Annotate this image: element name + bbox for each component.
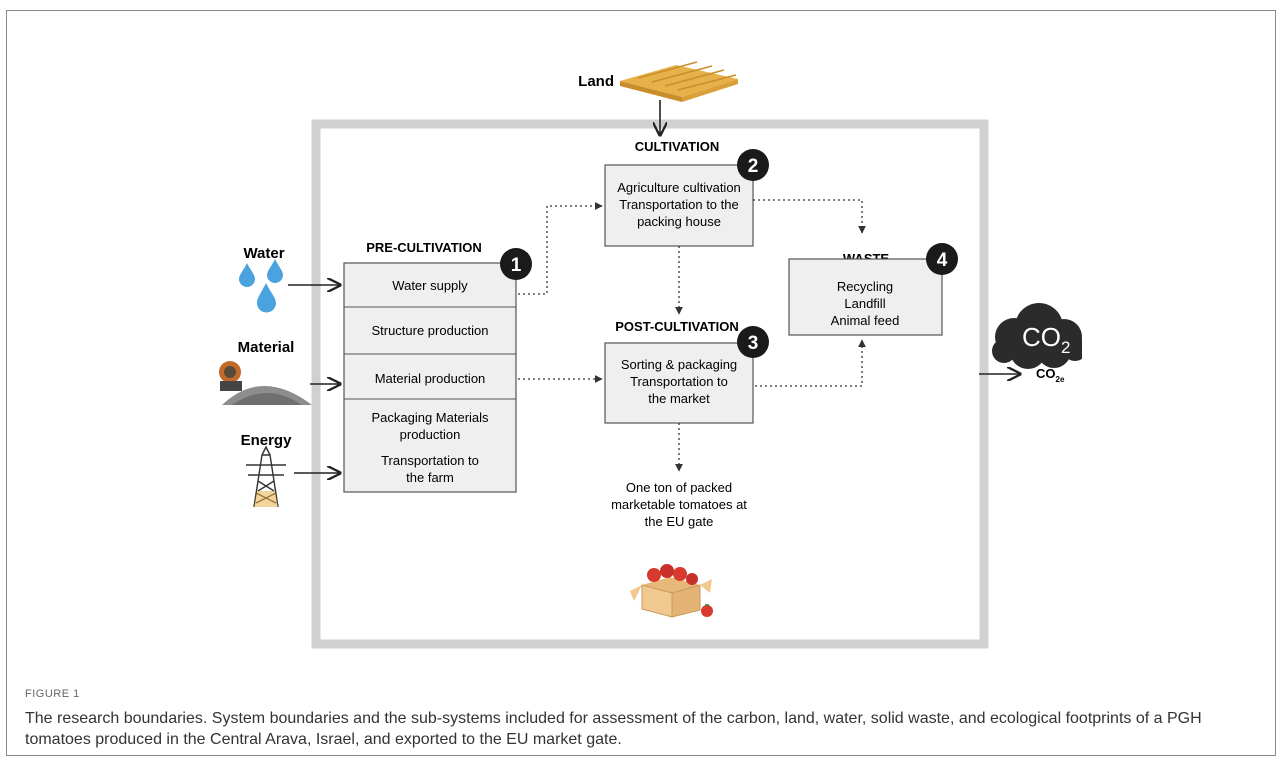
output-line2: marketable tomatoes at: [611, 497, 747, 512]
co2e-subscript: 2e: [1056, 375, 1065, 384]
co2-cloud-icon: [992, 303, 1087, 369]
output-line3: the EU gate: [645, 514, 714, 529]
co2e-label: CO2e: [1036, 366, 1065, 384]
flow-cultivation-to-waste: [753, 199, 866, 234]
flow-post-to-waste: [755, 339, 866, 387]
packaging-row-line1: Packaging Materials: [371, 410, 489, 425]
structure-production-row: Structure production: [371, 323, 488, 338]
cultivation-title: CULTIVATION: [635, 139, 720, 154]
energy-label: Energy: [241, 432, 293, 449]
pre-cultivation-title: PRE-CULTIVATION: [366, 240, 482, 255]
post-cultivation-line1: Sorting & packaging: [621, 357, 737, 372]
post-cultivation-box: [604, 342, 754, 424]
figure-label: FIGURE 1: [25, 688, 80, 700]
post-cultivation-line2: Transportation to: [630, 374, 728, 389]
stage-3-number: 3: [748, 333, 759, 354]
water-drops-icon: [239, 259, 283, 313]
land-icon: [620, 61, 738, 102]
figure-frame: Land PRE-CULTIVATION Water supply Struct…: [6, 10, 1276, 756]
stage-4-badge: [926, 243, 958, 275]
cultivation-line1: Agriculture cultivation: [617, 180, 741, 195]
packaging-row-line2: production: [400, 427, 461, 442]
land-label: Land: [578, 73, 614, 90]
waste-line2: Landfill: [844, 296, 885, 311]
waste-box: [788, 258, 943, 336]
figure-caption: The research boundaries. System boundari…: [25, 710, 1202, 748]
material-production-row: Material production: [375, 371, 486, 386]
material-label: Material: [238, 339, 295, 356]
waste-line3: Animal feed: [831, 313, 900, 328]
stage-2-number: 2: [748, 156, 759, 177]
stage-1-number: 1: [511, 255, 522, 276]
water-label: Water: [243, 245, 284, 262]
co2-cloud-label: CO2: [1022, 322, 1070, 357]
power-pylon-base: [254, 491, 278, 507]
stage-1-badge: [500, 248, 532, 280]
transport-farm-row-line1: Transportation to: [381, 453, 479, 468]
stage-4-number: 4: [937, 250, 948, 271]
cultivation-line2: Transportation to the: [619, 197, 738, 212]
output-line1: One ton of packed: [626, 480, 732, 495]
transport-farm-row-line2: the farm: [406, 470, 454, 485]
stage-2-badge: [737, 149, 769, 181]
pre-cultivation-box: [343, 262, 517, 493]
stage-3-badge: [737, 326, 769, 358]
tomato-crate-icon: [630, 564, 713, 618]
post-cultivation-line3: the market: [648, 391, 710, 406]
cultivation-line3: packing house: [637, 214, 721, 229]
cultivation-box: [604, 164, 754, 247]
waste-line1: Recycling: [837, 279, 893, 294]
post-cultivation-title: POST-CULTIVATION: [615, 319, 739, 334]
water-supply-row: Water supply: [392, 278, 468, 293]
co2-cloud-subscript: 2: [1061, 338, 1070, 357]
dotted-flows: [518, 199, 866, 472]
power-pylon-icon: [246, 445, 286, 508]
system-boundary-diagram: Land PRE-CULTIVATION Water supply Struct…: [202, 45, 1087, 650]
material-pile-icon: [219, 361, 312, 405]
flow-pre-to-cultivation: [518, 202, 603, 295]
